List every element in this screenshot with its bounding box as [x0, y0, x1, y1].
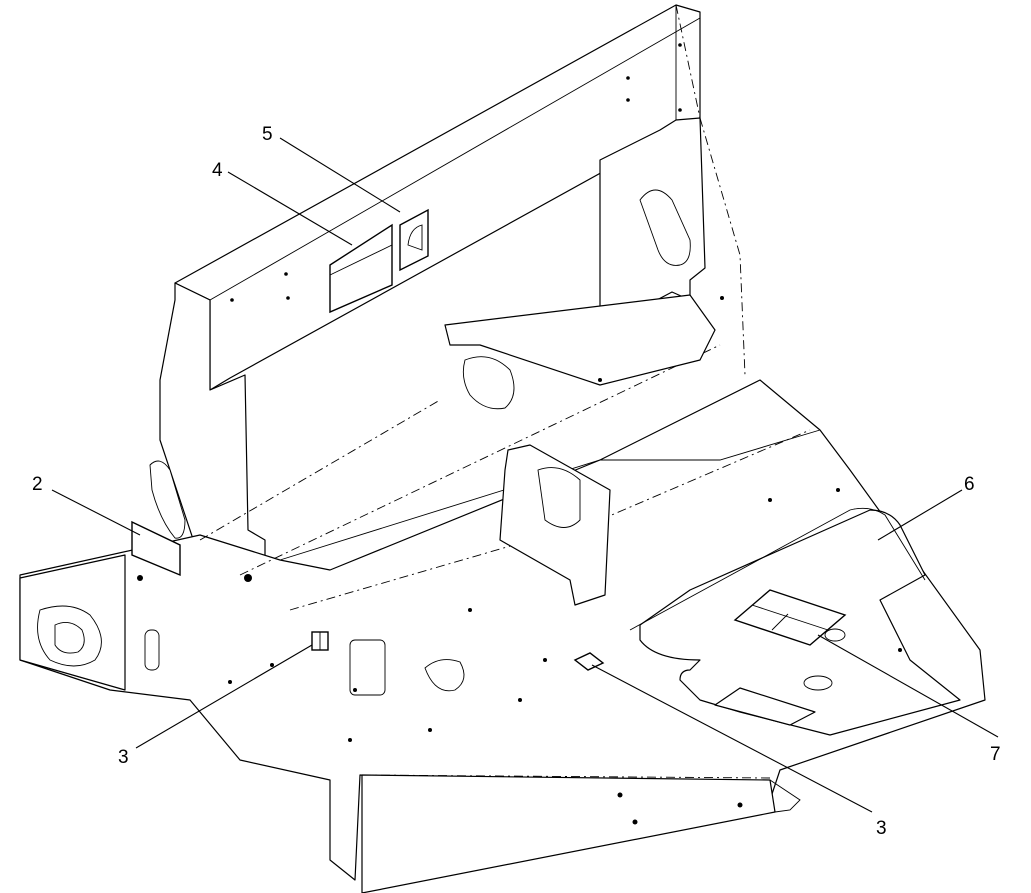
cross-beam: [444, 294, 716, 386]
callout-3-right: 3: [876, 818, 887, 839]
front-skirt: [361, 774, 776, 893]
floor-deck: [19, 294, 986, 893]
decal-2: [131, 520, 181, 577]
leader-3-left: [135, 644, 313, 749]
callout-7: 7: [990, 744, 1001, 765]
callout-6: 6: [964, 474, 975, 495]
leader-7: [817, 634, 999, 738]
leader-3-right: [591, 664, 873, 813]
decal-6: [629, 507, 926, 631]
rear-frame: [149, 4, 746, 621]
decals: [131, 208, 926, 671]
leader-2: [51, 489, 141, 536]
leader-lines: [51, 137, 999, 813]
deck-plate: [19, 379, 986, 881]
decal-3-right: [573, 652, 605, 671]
callout-2: 2: [32, 474, 43, 495]
opening: [714, 687, 816, 726]
decal-4: [329, 223, 393, 314]
mounting-holes: [137, 43, 902, 825]
callout-3-left: 3: [118, 747, 129, 768]
callout-labels: 2 3 3 4 5 6 7: [32, 124, 1001, 839]
leader-5: [279, 137, 401, 213]
leader-6: [877, 489, 963, 541]
callout-5: 5: [262, 124, 273, 145]
callout-4: 4: [212, 160, 223, 181]
leader-4: [227, 171, 353, 246]
